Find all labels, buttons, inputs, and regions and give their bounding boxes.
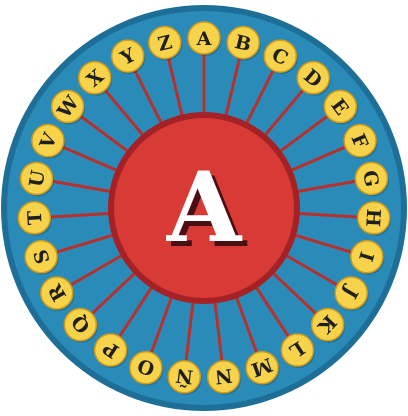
letter-label: N (214, 364, 234, 388)
center-hub: AA (108, 112, 300, 304)
letter-label: A (196, 28, 212, 50)
letter-label: T (24, 210, 47, 225)
letter-label: Ñ (174, 364, 194, 389)
letter-label: H (361, 208, 384, 227)
center-letter: A (166, 151, 243, 264)
